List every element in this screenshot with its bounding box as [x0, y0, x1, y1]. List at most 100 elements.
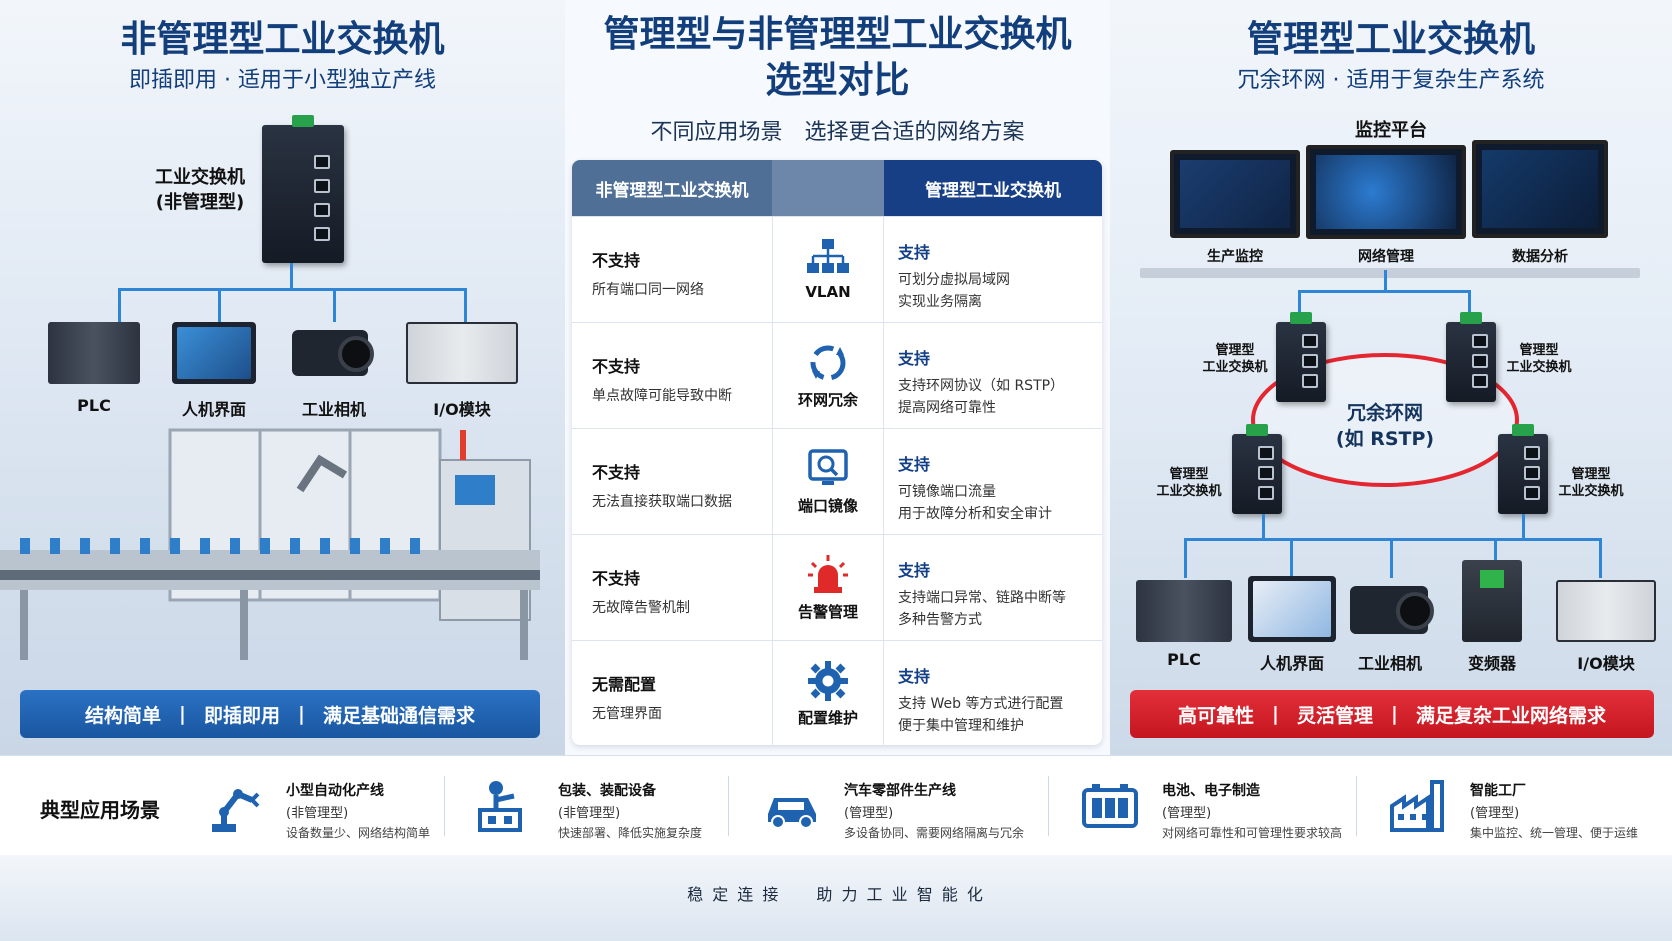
managed-switch-top-right [1446, 312, 1496, 402]
scenario-item: 小型自动化产线 (非管理型) 设备数量少、网络结构简单 [204, 756, 444, 856]
alarm-siren-icon [804, 553, 852, 597]
switch-label: 管理型工业交换机 [1156, 467, 1222, 499]
table-row: 不支持所有端口同一网络 VLAN 支持可划分虚拟局域网实现业务隔离 [572, 216, 1102, 323]
io-module-device [1556, 580, 1656, 642]
ring-arrows-icon [804, 341, 852, 385]
plc-device [48, 322, 140, 384]
monitor-search-icon [804, 447, 852, 491]
switch-label: 管理型工业交换机 [1558, 467, 1624, 499]
scenarios-heading: 典型应用场景 [40, 798, 160, 822]
packaging-robot-icon [476, 778, 536, 834]
table-header-managed: 管理型工业交换机 [884, 160, 1102, 216]
connector-line [464, 288, 467, 322]
device-label-plc: PLC [1167, 650, 1201, 669]
center-subtitle: 不同应用场景 选择更合适的网络方案 [650, 120, 1025, 145]
connector-line [1298, 290, 1301, 320]
scenario-divider [1048, 776, 1049, 836]
connector-line [1184, 538, 1187, 578]
feature-label: VLAN [805, 283, 851, 301]
connector-line [1298, 290, 1470, 293]
right-summary-bar: 高可靠性|灵活管理|满足复杂工业网络需求 [1130, 690, 1654, 738]
industrial-camera-device [292, 330, 374, 376]
managed-switch-top-left [1276, 312, 1326, 402]
device-label-io: I/O模块 [1577, 654, 1635, 673]
screen-label-production: 生产监控 [1207, 249, 1263, 265]
left-panel-title: 非管理型工业交换机 [120, 19, 445, 60]
vfd-device [1462, 560, 1522, 642]
feature-label: 端口镜像 [797, 497, 858, 515]
factory-icon [1388, 778, 1448, 834]
connector-line [1290, 538, 1293, 578]
device-label-io: I/O模块 [433, 400, 491, 419]
monitor-production [1170, 150, 1300, 238]
connector-line [218, 288, 221, 322]
application-scenarios: 典型应用场景 小型自动化产线 (非管理型) 设备数量少、网络结构简单 包装、装配… [0, 755, 1672, 855]
table-row: 不支持无法直接获取端口数据 端口镜像 支持可镜像端口流量用于故障分析和安全审计 [572, 428, 1102, 535]
table-row: 不支持无故障告警机制 告警管理 支持支持端口异常、链路中断等多种告警方式 [572, 534, 1102, 641]
monitoring-platform-label: 监控平台 [1355, 120, 1427, 141]
footer: 稳 定 连 接 助 力 工 业 智 能 化 [0, 855, 1672, 941]
scenario-item: 智能工厂 (管理型) 集中监控、统一管理、便于运维 [1388, 756, 1658, 856]
feature-label: 告警管理 [797, 603, 858, 621]
screen-label-analytics: 数据分析 [1512, 249, 1568, 265]
unmanaged-switch [262, 115, 344, 263]
hmi-device [1248, 576, 1336, 642]
robot-arm-icon [204, 778, 264, 834]
device-label-vfd: 变频器 [1467, 654, 1516, 673]
scenario-divider [728, 776, 729, 836]
table-row: 不支持单点故障可能导致中断 环网冗余 支持支持环网协议（如 RSTP）提高网络可… [572, 322, 1102, 429]
table-header-feature [772, 160, 884, 216]
device-label-plc: PLC [77, 396, 111, 415]
hmi-device [172, 322, 256, 384]
table-row: 无需配置无管理界面 配置维护 支持支持 Web 等方式进行配置便于集中管理和维护 [572, 640, 1102, 745]
scenario-item: 电池、电子制造 (管理型) 对网络可靠性和可管理性要求较高 [1080, 756, 1350, 856]
footer-slogan: 稳 定 连 接 助 力 工 业 智 能 化 [687, 885, 985, 904]
production-line-illustration [0, 428, 540, 660]
connector-line [118, 288, 466, 291]
industrial-camera-device [1350, 586, 1434, 634]
plc-device [1136, 580, 1232, 642]
scenario-item: 汽车零部件生产线 (管理型) 多设备协同、需要网络隔离与冗余 [762, 756, 1052, 856]
connector-line [1384, 270, 1387, 292]
left-panel-subtitle: 即插即用 · 适用于小型独立产线 [129, 68, 436, 93]
left-summary-bar: 结构简单|即插即用|满足基础通信需求 [20, 690, 540, 738]
io-module-device [406, 322, 518, 384]
connector-line [290, 263, 293, 291]
scenario-divider [444, 776, 445, 836]
feature-label: 环网冗余 [797, 391, 858, 409]
screen-label-network: 网络管理 [1358, 249, 1414, 265]
device-label-hmi: 人机界面 [1259, 654, 1324, 673]
table-header-unmanaged: 非管理型工业交换机 [572, 160, 772, 216]
monitor-desk [1140, 268, 1640, 278]
right-panel-title: 管理型工业交换机 [1246, 19, 1535, 60]
device-label-camera: 工业相机 [1357, 654, 1422, 673]
ring-label: 冗余环网(如 RSTP) [1335, 402, 1435, 450]
car-icon [762, 778, 822, 834]
connector-line [1262, 514, 1265, 540]
feature-label: 配置维护 [797, 709, 858, 727]
connector-line [1184, 538, 1602, 541]
right-panel-subtitle: 冗余环网 · 适用于复杂生产系统 [1237, 68, 1545, 93]
device-label-camera: 工业相机 [301, 400, 366, 419]
connector-line [1494, 538, 1497, 578]
connector-line [333, 288, 336, 322]
managed-switch-bottom-left [1232, 424, 1282, 514]
device-label-hmi: 人机界面 [181, 400, 246, 419]
connector-line [1390, 538, 1393, 578]
connector-line [1522, 514, 1525, 540]
center-title: 管理型与非管理型工业交换机选型对比 [603, 14, 1072, 101]
scenario-item: 包装、装配设备 (非管理型) 快速部署、降低实施复杂度 [476, 756, 716, 856]
network-hierarchy-icon [804, 235, 852, 279]
connector-line [118, 288, 121, 322]
monitor-analytics [1472, 140, 1608, 238]
connector-line [1468, 290, 1471, 320]
comparison-table: 非管理型工业交换机 管理型工业交换机 不支持所有端口同一网络 VLAN 支持可划… [572, 160, 1102, 745]
battery-icon [1080, 778, 1140, 834]
managed-switch-bottom-right [1498, 424, 1548, 514]
switch-label: 管理型工业交换机 [1506, 343, 1572, 375]
monitor-network [1306, 145, 1466, 239]
connector-line [1599, 538, 1602, 578]
unmanaged-switch-label: 工业交换机(非管理型) [155, 167, 245, 213]
scenario-divider [1356, 776, 1357, 836]
gear-icon [804, 659, 852, 703]
